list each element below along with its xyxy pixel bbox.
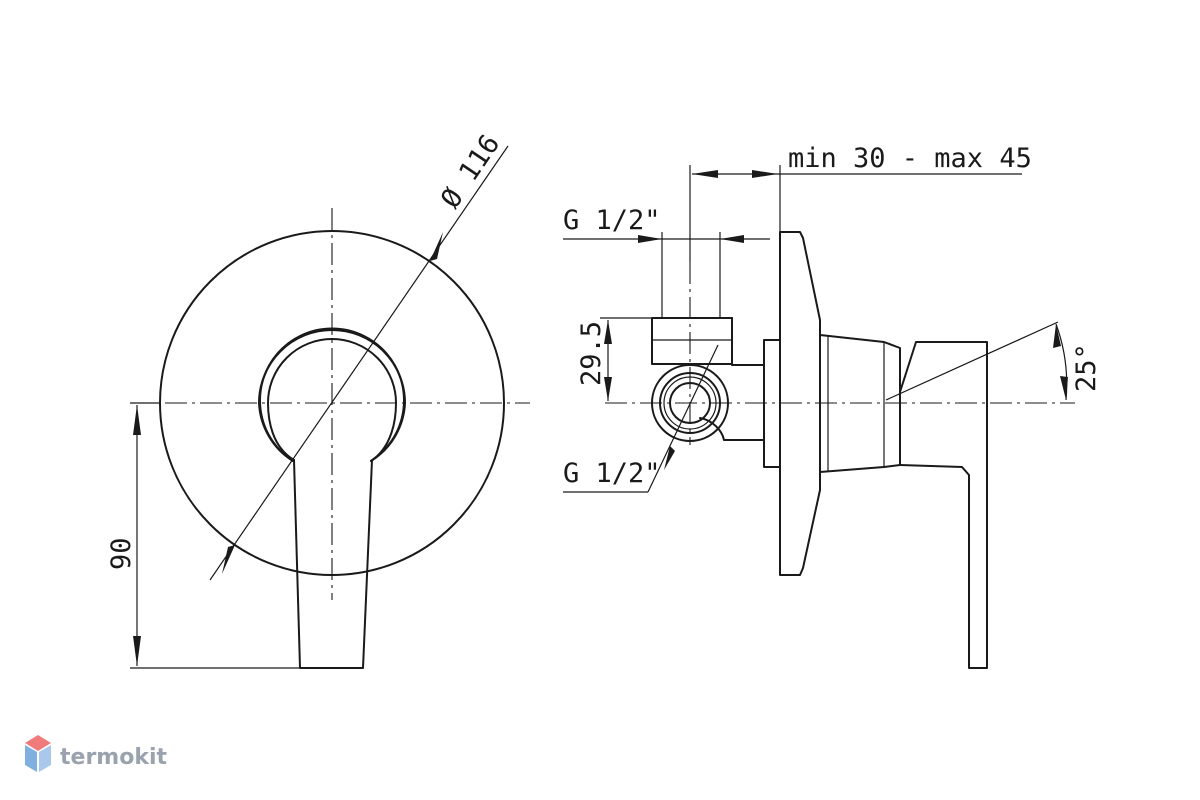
angle-arrow-top — [1053, 324, 1061, 348]
handle-inner-opening — [267, 338, 397, 462]
lower-connection-inner — [669, 382, 711, 424]
offset-label: 29.5 — [576, 321, 607, 386]
thread-top-arrow-left — [638, 235, 662, 243]
angle-label: 25° — [1071, 343, 1102, 392]
offset-arrow-top — [604, 320, 612, 344]
lower-connection-outer — [651, 364, 729, 442]
thread-top-label: G 1/2" — [563, 205, 661, 236]
depth-arrow-left — [692, 170, 718, 178]
lever-profile — [899, 341, 988, 669]
upper-connection — [651, 317, 733, 365]
angle-arrow-bottom — [1060, 376, 1068, 400]
termokit-logo-icon — [25, 735, 51, 772]
thread-bottom-leader — [647, 344, 719, 493]
height-arrow-top — [133, 405, 141, 435]
valve-body — [651, 317, 765, 441]
height-arrow-bottom — [133, 636, 141, 666]
handle-lever — [293, 459, 373, 669]
depth-range-label: min 30 - max 45 — [788, 143, 1032, 174]
side-view: min 30 - max 45 G 1/2" 29.5 G 1/2" 25° — [563, 143, 1102, 669]
angle-reference-line — [885, 321, 1059, 401]
cover-plate-profile — [779, 231, 821, 576]
thread-bottom-arrow — [664, 446, 675, 470]
depth-arrow-right — [752, 170, 778, 178]
diameter-arrow-upper — [430, 232, 443, 261]
watermark-text: termokit — [60, 745, 167, 770]
thread-bottom-label: G 1/2" — [563, 458, 661, 489]
diameter-dimension-line — [209, 145, 509, 581]
diameter-arrow-lower — [222, 545, 235, 574]
height-label: 90 — [106, 537, 137, 570]
handle-ring-inner — [258, 329, 406, 462]
thread-top-arrow-right — [720, 235, 744, 243]
termokit-watermark: termokit — [25, 735, 167, 772]
front-view: Ø 116 90 — [106, 129, 530, 669]
lower-connection-thread — [663, 376, 717, 430]
lower-connection-mid — [659, 372, 721, 434]
offset-arrow-bottom — [604, 377, 612, 401]
